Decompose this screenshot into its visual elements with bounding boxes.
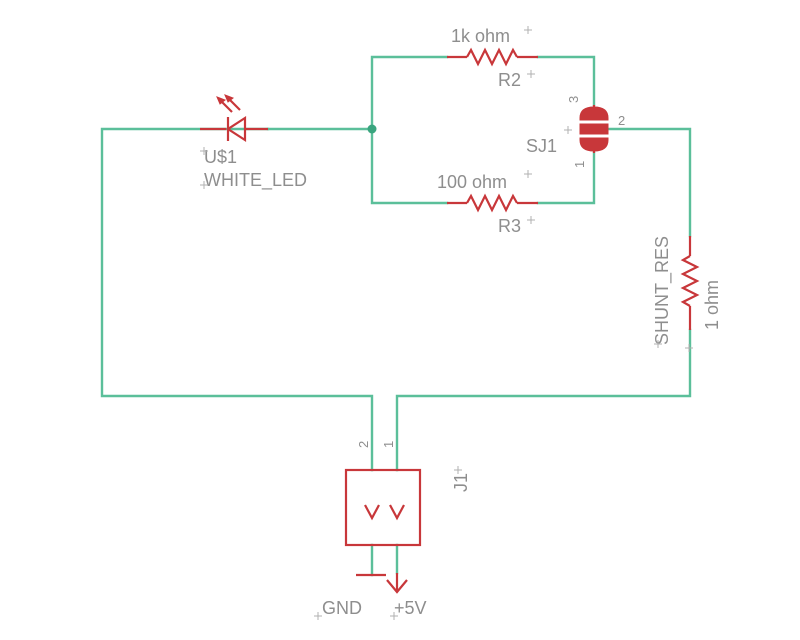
sj1-pin2: 2 <box>618 113 625 128</box>
shunt-name: SHUNT_RES <box>652 236 673 345</box>
connector-j1: 2 1 J1 <box>344 441 471 547</box>
led-value: WHITE_LED <box>204 170 307 191</box>
sj1-name: SJ1 <box>526 136 557 156</box>
wire-shunt-to-j1 <box>395 328 692 472</box>
r3-name: R3 <box>498 216 521 236</box>
led-u1: U$1 WHITE_LED <box>200 94 307 191</box>
sj1-pin1: 1 <box>572 161 587 168</box>
wire-sj1-pin2 <box>606 127 692 238</box>
vcc-label: +5V <box>394 598 427 618</box>
wires <box>100 55 692 577</box>
r2-name: R2 <box>498 70 521 90</box>
j1-pin1: 1 <box>381 441 396 448</box>
resistor-r3: 100 ohm R3 <box>437 172 538 236</box>
shunt-value: 1 ohm <box>702 280 722 330</box>
wire-r3-right <box>536 151 596 205</box>
wire-r2-left <box>370 55 449 131</box>
gnd-symbol: GND <box>322 573 386 618</box>
origin-markers <box>200 26 693 620</box>
gnd-label: GND <box>322 598 362 618</box>
led-name: U$1 <box>204 147 237 167</box>
resistor-shunt: SHUNT_RES 1 ohm <box>652 236 722 345</box>
solder-jumper-sj1: 3 2 1 SJ1 <box>526 96 625 168</box>
wire-led-loop <box>100 127 374 472</box>
sj1-pin3: 3 <box>566 96 581 103</box>
r3-value: 100 ohm <box>437 172 507 192</box>
j1-pin2: 2 <box>356 441 371 448</box>
j1-name: J1 <box>451 473 471 492</box>
wire-r2-right <box>536 55 596 107</box>
r2-value: 1k ohm <box>451 26 510 46</box>
vcc-symbol: +5V <box>386 573 427 618</box>
resistor-r2: 1k ohm R2 <box>447 26 538 90</box>
junction-dot <box>367 124 377 134</box>
wire-r3-left <box>370 127 449 205</box>
